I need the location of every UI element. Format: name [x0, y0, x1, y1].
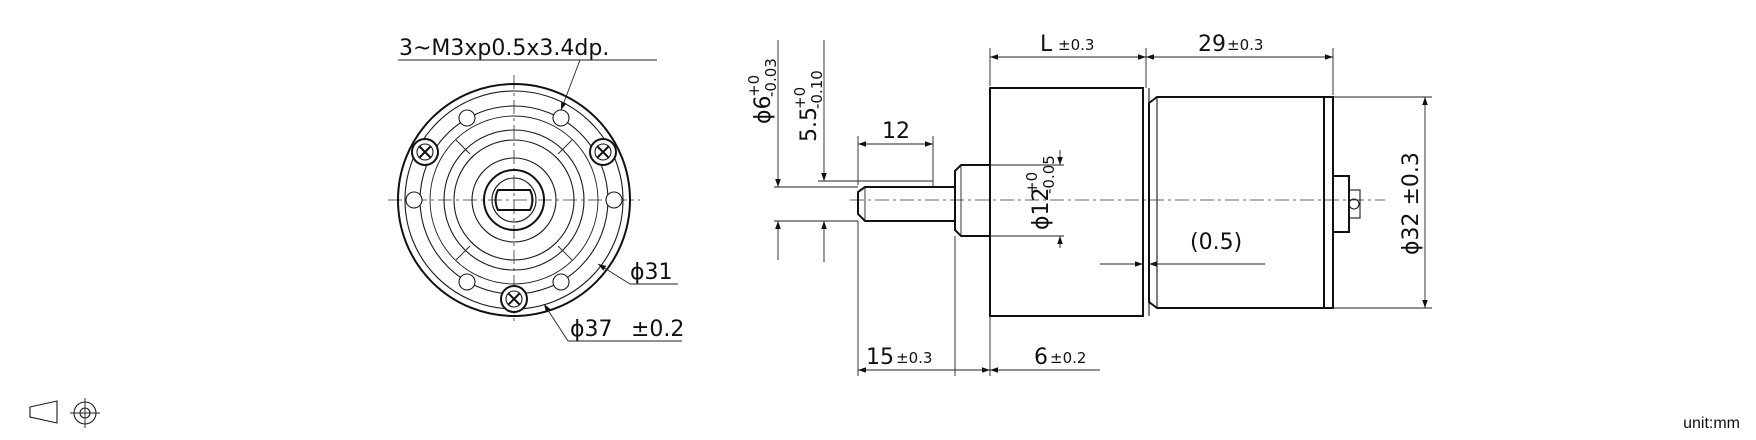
- boss-circle: [471, 157, 557, 243]
- boss-length-label: 6: [1034, 345, 1048, 370]
- dia-31-label: ϕ31: [630, 260, 673, 285]
- output-shaft: [857, 184, 956, 222]
- shaft-length-tol: ±0.3: [896, 349, 932, 367]
- boss-tol-lower: -0.05: [1040, 155, 1058, 194]
- flat-length-label: 12: [882, 119, 910, 144]
- front-view: 3~M3xp0.5x3.4dp. ϕ31 ϕ37 ±0.2: [388, 36, 684, 342]
- shaft-circle: [491, 177, 537, 223]
- flat-tol-upper: +0: [791, 87, 809, 109]
- motor-length-label: 29: [1198, 32, 1226, 57]
- dia-37-tolerance: ±0.2: [631, 317, 684, 342]
- motor-end-cap: [1323, 96, 1334, 309]
- flange-holes: [405, 109, 623, 291]
- boss-outer-circle: [443, 129, 585, 271]
- unit-label: unit:mm: [1683, 415, 1740, 432]
- motor-length-tol: ±0.3: [1227, 36, 1263, 54]
- rear-terminal: [1332, 175, 1350, 233]
- shaft-dia-tol-lower: -0.03: [762, 58, 780, 97]
- thread-callout: 3~M3xp0.5x3.4dp.: [399, 36, 609, 61]
- gearbox-length-tol: ±0.3: [1058, 36, 1094, 54]
- flange-outer-circle: [397, 83, 631, 317]
- dia-37-label: ϕ37: [570, 317, 613, 342]
- shaft-circle-outer: [483, 169, 545, 231]
- boss: [954, 164, 991, 237]
- motor-dia-label: ϕ32 ±0.3: [1399, 152, 1424, 255]
- radial-ticks: [455, 139, 573, 261]
- screw-heads: [411, 138, 617, 313]
- gearbox-body: [989, 87, 1144, 317]
- side-view: ϕ6 +0 -0.03 5.5 +0 -0.10 12 ϕ12 +0 -0.05…: [745, 32, 1432, 376]
- motor-body: [1148, 96, 1325, 309]
- boss-dia-label: ϕ12: [1029, 187, 1054, 230]
- shaft-dia-tol-upper: +0: [745, 75, 763, 97]
- boss-length-tol: ±0.2: [1050, 349, 1086, 367]
- flat-dim-label: 5.5: [797, 107, 822, 142]
- gearbox-length-label: L: [1040, 32, 1053, 57]
- boss-ring-circle: [453, 139, 575, 261]
- flat-tol-lower: -0.10: [808, 70, 826, 109]
- shaft-dia-label: ϕ6: [751, 95, 776, 124]
- shaft-length-label: 15: [866, 345, 894, 370]
- pitch-circle: [429, 115, 599, 285]
- gap-label: (0.5): [1190, 230, 1242, 255]
- third-angle-projection-icon: [29, 398, 100, 428]
- shaft-flat: [494, 189, 534, 211]
- boss-tol-upper: +0: [1023, 172, 1041, 194]
